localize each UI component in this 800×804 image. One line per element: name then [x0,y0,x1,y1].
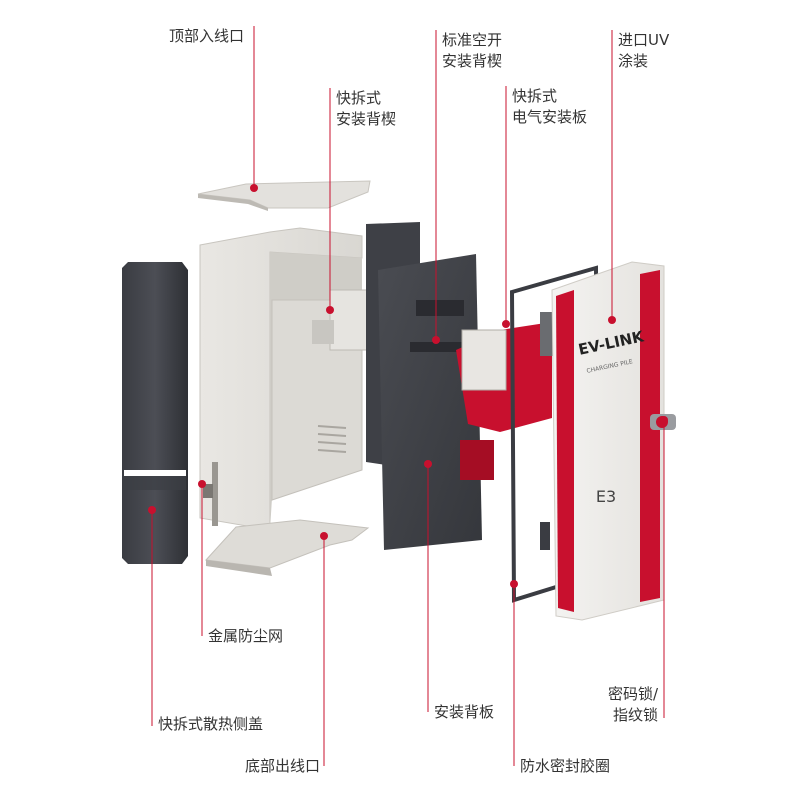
bottom-outlet-plate [204,519,370,576]
callout-lines [151,26,665,766]
label-back-plate: 安装背板 [434,703,495,721]
label-metal-dust-mesh: 金属防尘网 [208,627,284,645]
electrical-mount-plate [456,312,556,480]
label-bottom-outlet: 底部出线口 [244,757,320,775]
front-door: EV-LINK CHARGING PILE E3 [551,261,665,621]
main-body-frame [199,227,369,531]
top-inlet-plate [197,180,371,211]
label-quick-electrical-plate: 快拆式 电气安装板 [512,87,588,126]
label-side-cover: 快拆式散热侧盖 [158,715,264,733]
back-plate [366,222,482,550]
model-label: E3 [596,487,616,506]
label-seal-ring: 防水密封胶圈 [520,757,611,775]
label-standard-breaker-bracket: 标准空开 安装背楔 [442,31,503,70]
label-uv-coating: 进口UV 涂装 [618,31,670,70]
label-quick-mount-bracket: 快拆式 安装背楔 [336,89,397,128]
callout-dots [148,184,668,588]
label-lock: 密码锁/ 指纹锁 [607,685,658,724]
label-top-inlet: 顶部入线口 [168,27,244,45]
side-cover [122,262,188,564]
